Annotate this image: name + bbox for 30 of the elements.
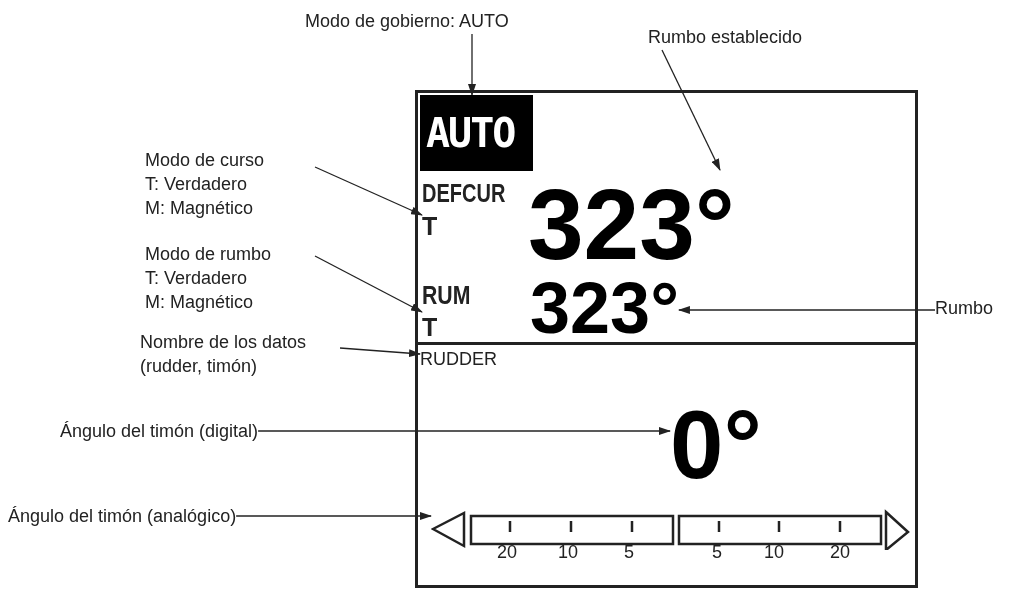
scale-number: 10 (764, 542, 784, 563)
callout-text: Nombre de los datos (rudder, timón) (140, 330, 340, 378)
leader-arrow (314, 255, 423, 313)
callout-text: Rumbo establecido (648, 24, 803, 50)
course-mode-value: T (422, 210, 438, 242)
scale-number: 5 (712, 542, 722, 563)
callout-text: Modo de curso T: Verdadero M: Magnético (145, 148, 315, 220)
scale-number: 20 (830, 542, 850, 563)
mode-indicator: AUTO (420, 95, 533, 171)
data-name-text: RUDDER (420, 347, 497, 371)
leader-arrow (677, 306, 936, 314)
callout-text: Ángulo del timón (digital) (60, 418, 259, 444)
callout-text: Rumbo (935, 295, 994, 321)
callout-text: Ángulo del timón (analógico) (8, 503, 237, 529)
scale-number: 20 (497, 542, 517, 563)
leader-arrow (661, 49, 721, 171)
scale-number: 10 (558, 542, 578, 563)
leader-arrow (339, 347, 421, 358)
heading-mode-text: RUM (422, 279, 471, 311)
leader-arrow (257, 427, 671, 435)
leader-arrow (314, 166, 423, 216)
leader-arrow (468, 33, 476, 96)
heading-mode-value: T (422, 311, 438, 343)
callout-text: Modo de gobierno: AUTO (305, 8, 509, 34)
callout-text: Modo de rumbo T: Verdadero M: Magnético (145, 242, 315, 314)
display-screen (415, 90, 918, 588)
course-mode-text: DEFCUR (422, 177, 506, 209)
rudder-angle-value: 0° (670, 395, 762, 495)
leader-arrow (235, 512, 432, 520)
scale-number: 5 (624, 542, 634, 563)
